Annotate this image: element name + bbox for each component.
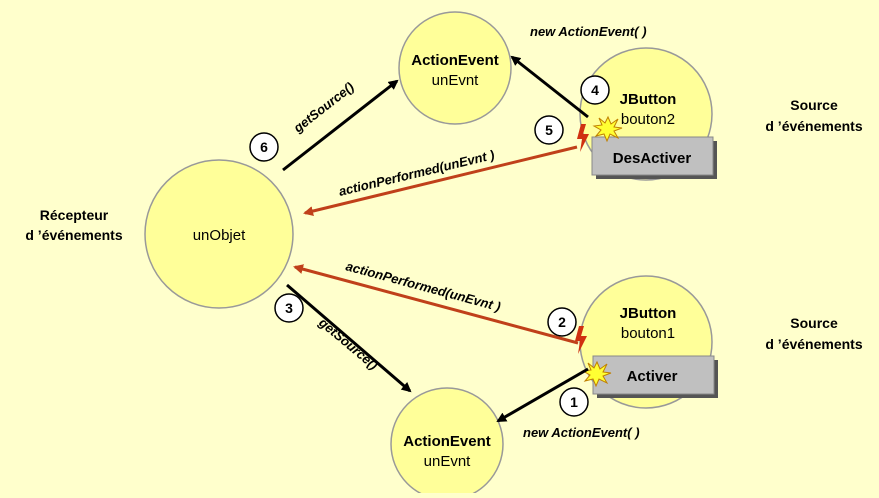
step-badge-4: 4 — [580, 75, 610, 105]
arrow-new-event-bottom — [496, 367, 589, 423]
event-top-instance: unEvnt — [432, 72, 480, 89]
activer-button-label: Activer — [627, 368, 678, 385]
source-bottom-label-line1: Source — [790, 315, 838, 331]
step-badge-5: 5 — [534, 115, 564, 145]
source-top-label-line1: Source — [790, 97, 838, 113]
source-bottom-label-line2: d ’événements — [765, 336, 862, 352]
event-bottom-circle — [390, 387, 504, 498]
event-bottom-class: ActionEvent — [403, 433, 491, 450]
activer-button[interactable]: Activer — [592, 355, 718, 398]
svg-text:4: 4 — [591, 82, 599, 98]
lightning-bolt-icon-bottom — [575, 326, 587, 354]
step-badge-3: 3 — [274, 293, 304, 323]
lightning-bolt-icon-top — [577, 124, 589, 152]
arrow-get-source-top — [282, 79, 399, 172]
event-top-circle — [398, 11, 512, 125]
arrow-action-performed-bottom — [293, 264, 579, 345]
label-new-event-bottom: new ActionEvent( ) — [523, 425, 640, 440]
source-bottom-class: JButton — [620, 305, 677, 322]
receiver-label-line1: Récepteur — [40, 207, 109, 223]
source-bottom-instance: bouton1 — [621, 325, 675, 342]
step-badge-1: 1 — [559, 387, 589, 417]
desactiver-button[interactable]: DesActiver — [591, 136, 717, 179]
receiver-label-line2: d ’événements — [25, 227, 122, 243]
click-spark-icon-bottom — [581, 360, 612, 388]
source-top-instance: bouton2 — [621, 111, 675, 128]
event-bottom-instance: unEvnt — [424, 453, 472, 470]
arrow-new-event-top — [510, 55, 589, 119]
arrow-action-performed-top — [303, 145, 578, 216]
step-badge-6: 6 — [249, 132, 279, 162]
source-top-label-line2: d ’événements — [765, 118, 862, 134]
label-get-source-top: getSource() — [290, 79, 357, 136]
source-top-class: JButton — [620, 91, 677, 108]
desactiver-button-label: DesActiver — [613, 150, 692, 167]
label-new-event-top: new ActionEvent( ) — [530, 24, 647, 39]
svg-text:2: 2 — [558, 314, 566, 330]
receiver-circle — [144, 159, 294, 309]
svg-text:1: 1 — [570, 394, 578, 410]
step-badge-2: 2 — [547, 307, 577, 337]
svg-text:6: 6 — [260, 139, 268, 155]
arrow-get-source-bottom — [286, 283, 412, 393]
label-get-source-bottom: getSource() — [315, 314, 381, 373]
click-spark-icon-top — [592, 115, 623, 143]
receiver-object-name: unObjet — [193, 227, 246, 244]
svg-text:5: 5 — [545, 122, 553, 138]
event-top-class: ActionEvent — [411, 52, 499, 69]
svg-text:3: 3 — [285, 300, 293, 316]
